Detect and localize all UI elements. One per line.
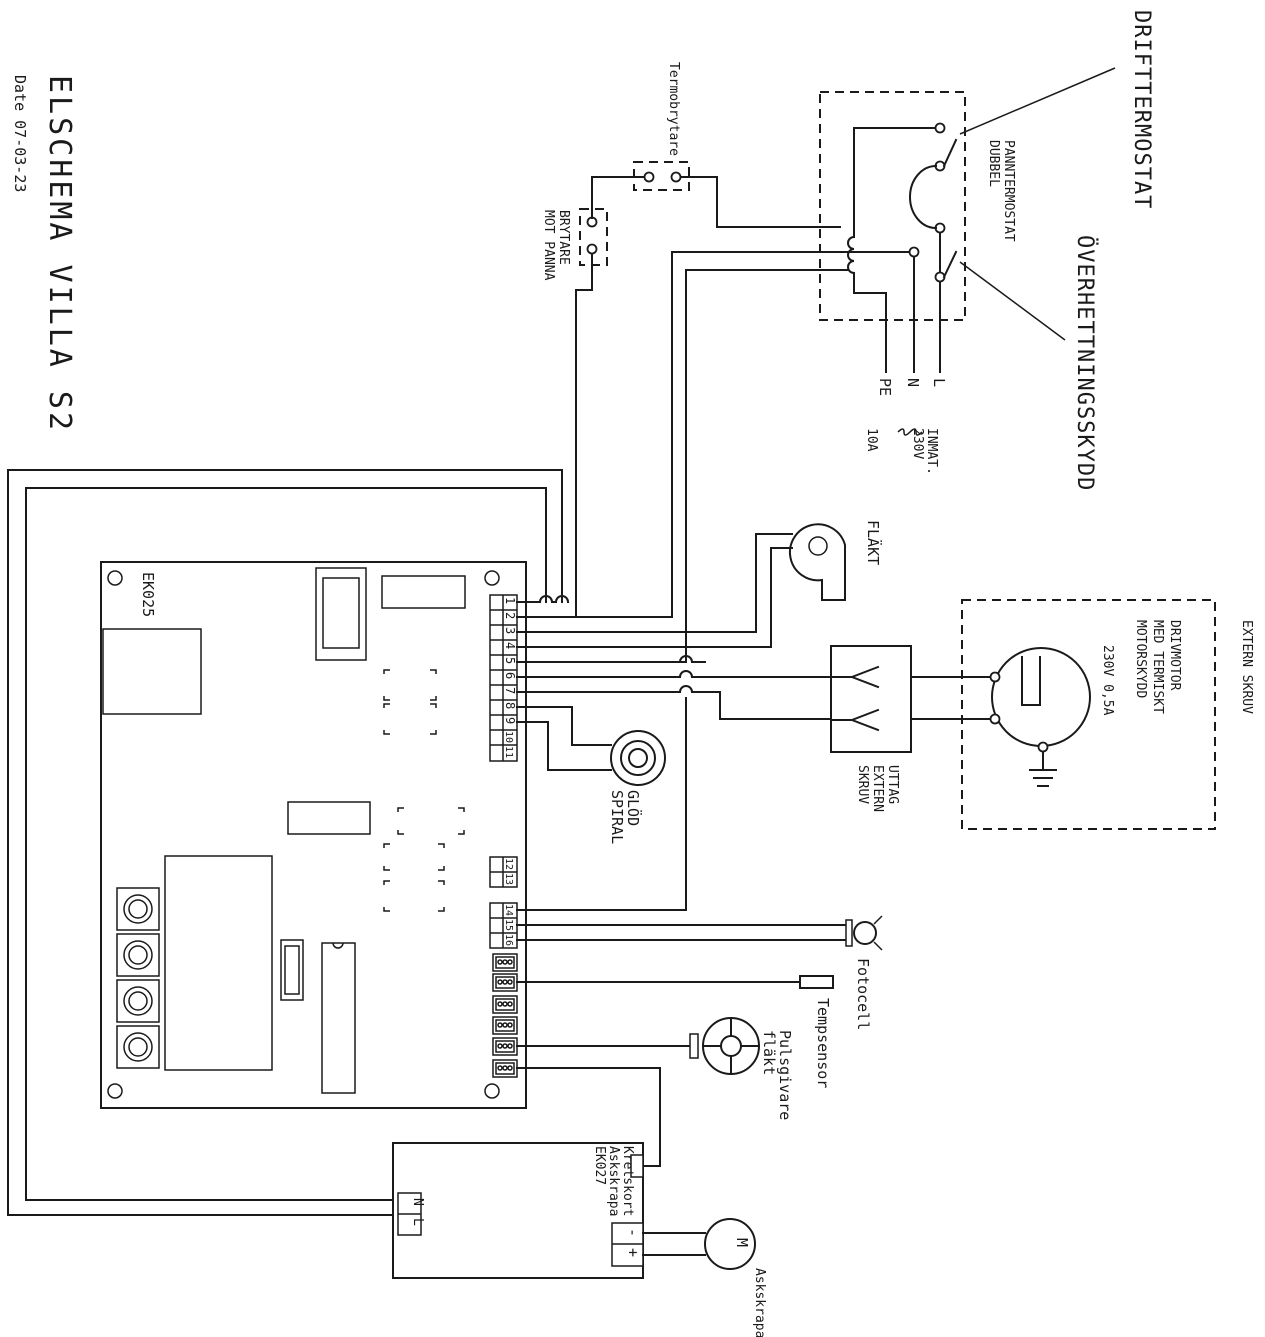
terminal-label-15: 15: [503, 919, 514, 931]
connector-3pin-4: [492, 1016, 518, 1035]
terminal-label-1: 1: [503, 597, 517, 604]
motor-symbol: M: [733, 1238, 751, 1247]
wire-askskrapa-motor: [642, 1232, 706, 1256]
wire-askskrapa-signal: [516, 1067, 661, 1167]
extern-skruv-label: EXTERN SKRUV: [1239, 620, 1254, 714]
inmat-label-3: 10A: [864, 428, 879, 452]
panntermostat-label-2: DUBBEL: [986, 140, 1001, 187]
flakt-label: FLÄKT: [864, 520, 883, 565]
main-board-ek025: EK025: [100, 561, 527, 1109]
tempsensor-icon: [799, 975, 834, 989]
glod-label-2: SPIRAL: [608, 790, 626, 844]
askskrapa-motor-icon: [704, 1218, 756, 1270]
terminal-block-12-13: [489, 856, 518, 888]
glod-label-1: GLÖD: [624, 790, 643, 826]
terminal-label-13: 13: [503, 873, 514, 885]
extern-skruv: [961, 599, 1216, 830]
brytare-mot-panna: [579, 208, 608, 266]
uttag-label-3: SKRUV: [855, 765, 870, 804]
terminal-label-2: 2: [503, 612, 517, 619]
drivmotor-label-2: MED TERMISKT: [1150, 620, 1165, 714]
wire-flakt: [516, 533, 793, 648]
terminal-label-8: 8: [503, 702, 517, 709]
diagram-title: ELSCHEMA VILLA S2: [42, 75, 77, 433]
fotocell-icon: [845, 915, 883, 951]
nl-label-n: N: [410, 1198, 425, 1206]
inmat-label-1: INMAT.: [924, 428, 939, 475]
drivmotor-label-1: DRIVMOTOR: [1167, 620, 1182, 691]
wire-fotocell: [516, 924, 851, 941]
motor-minus-label: -: [624, 1228, 642, 1237]
uttag-label-1: UTTAG: [885, 765, 900, 804]
terminal-label-7: 7: [503, 687, 517, 694]
drivmotor-rating: 230V 0,5A: [1100, 645, 1115, 716]
fotocell-label: Fotocell: [854, 958, 872, 1030]
board-button-2: [116, 933, 160, 977]
pulsgivare-icon: [689, 1017, 760, 1075]
inmat-label-2: 230V: [910, 428, 925, 459]
terminal-label-6: 6: [503, 672, 517, 679]
connector-3pin-2: [492, 973, 518, 992]
board-button-1: [116, 887, 160, 931]
wire-outer-l: [7, 469, 563, 1216]
connector-3pin-6: [492, 1059, 518, 1078]
overhettningsskydd-label: ÖVERHETTNINGSSKYDD: [1072, 235, 1098, 491]
diagram-date: Date 07-03-23: [11, 75, 29, 192]
connector-3pin-1: [492, 953, 518, 972]
nl-label-l: L: [410, 1218, 425, 1226]
brytare-label-2: MOT PANNA: [541, 210, 556, 281]
terminal-block-1-11: [489, 594, 518, 762]
termobrytare-label: Termobrytare: [666, 62, 681, 156]
tempsensor-label: Tempsensor: [814, 998, 832, 1088]
wire-glod: [516, 706, 612, 771]
drifttermostat-label: DRIFTTERMOSTAT: [1129, 10, 1154, 209]
terminal-label-3: 3: [503, 627, 517, 634]
wire-14: [516, 697, 687, 911]
kretskort-label-2: Askskrapa: [606, 1146, 621, 1216]
label-l: L: [930, 378, 948, 387]
uttag-extern-skruv: [830, 645, 912, 753]
panntermostat-dubbel: [819, 91, 966, 321]
flakt-fan-icon: [788, 523, 846, 601]
terminal-label-11: 11: [503, 746, 514, 758]
board-button-3: [116, 979, 160, 1023]
label-n: N: [904, 378, 922, 387]
label-pe: PE: [876, 378, 894, 396]
board-button-4: [116, 1025, 160, 1069]
brytare-label-1: BRYTARE: [556, 210, 571, 265]
drivmotor-label-3: MOTORSKYDD: [1133, 620, 1148, 698]
motor-plus-label: +: [624, 1248, 642, 1257]
kretskort-label-1: Kretskort: [620, 1146, 635, 1216]
pulsgivare-label-2: fläkt: [760, 1030, 778, 1075]
terminal-label-4: 4: [503, 642, 517, 649]
board-label: EK025: [139, 572, 157, 617]
wire-brytare: [575, 176, 841, 618]
uttag-label-2: EXTERN: [870, 765, 885, 812]
connector-3pin-3: [492, 995, 518, 1014]
glodspiral-icon: [610, 730, 666, 786]
terminal-label-12: 12: [503, 858, 514, 870]
askskrapa-label: Askskrapa: [752, 1268, 767, 1337]
panntermostat-label-1: PANNTERMOSTAT: [1001, 140, 1016, 242]
terminal-label-14: 14: [503, 904, 514, 916]
terminal-label-16: 16: [503, 934, 514, 946]
ac-symbol: [897, 428, 923, 436]
kretskort-askskrapa: [392, 1142, 644, 1279]
terminal-label-5: 5: [503, 657, 517, 664]
kretskort-label-3: EK027: [592, 1146, 607, 1185]
terminal-label-10: 10: [503, 731, 514, 743]
pulsgivare-label-1: Pulsgivare: [776, 1030, 794, 1120]
wire-outer-n: [25, 487, 547, 1201]
connector-3pin-5: [492, 1037, 518, 1056]
wire-pe: [853, 272, 887, 373]
terminal-label-9: 9: [503, 717, 517, 724]
